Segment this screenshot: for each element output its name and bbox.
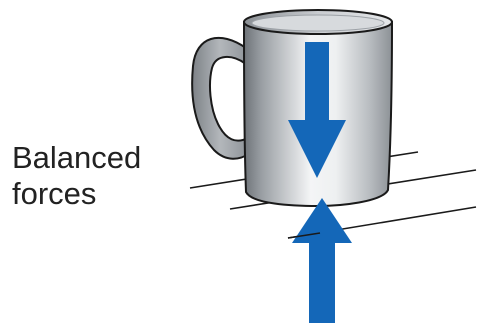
mug-handle [192, 38, 248, 159]
up-arrow-icon [292, 198, 352, 323]
mug-inner-rim [252, 15, 384, 31]
